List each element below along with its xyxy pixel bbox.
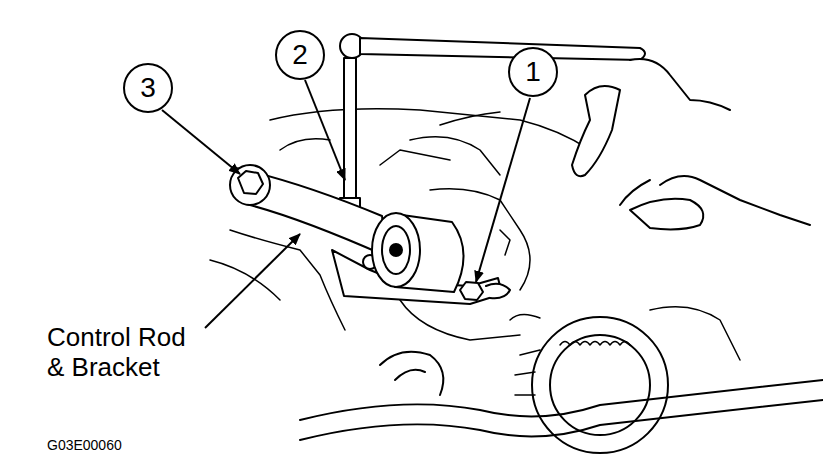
callout-text: 1 — [525, 58, 541, 86]
callout-text: 2 — [292, 41, 308, 69]
callout-number: 3 — [123, 63, 173, 113]
callout-text: 3 — [140, 74, 156, 102]
callout-number: 2 — [275, 30, 325, 80]
figure-code: G03E00060 — [47, 437, 247, 453]
callout-number: 1 — [508, 47, 558, 97]
part-label: Control Rod & Bracket — [47, 322, 207, 382]
